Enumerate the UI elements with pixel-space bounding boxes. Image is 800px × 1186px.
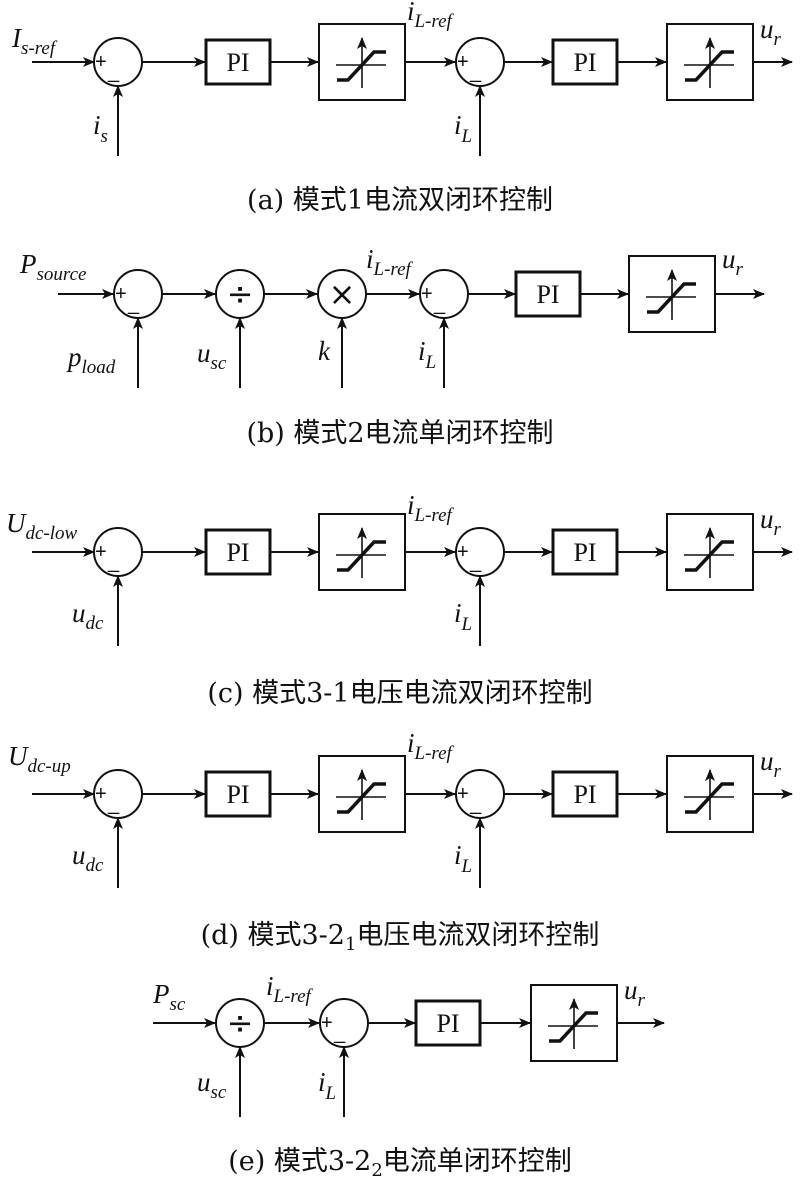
pi-block-1: PI [204, 38, 272, 86]
sum-junction-2: + _ [455, 37, 505, 87]
plus-sign: + [95, 783, 107, 805]
limiter-block [628, 255, 716, 333]
caption-b: (b) 模式2电流单闭环控制 [246, 418, 553, 449]
minus-sign: _ [469, 793, 482, 815]
plus-sign: + [95, 51, 107, 73]
pi-block-2: PI [551, 770, 619, 818]
mid-label: iL-ref [407, 0, 455, 32]
feedback-label-1: udc [72, 840, 104, 876]
pi-label: PI [573, 538, 596, 567]
pi-block: PI [514, 270, 582, 318]
plus-sign: + [457, 541, 469, 563]
limiter-block-2 [666, 513, 754, 591]
minus-sign: _ [469, 551, 482, 573]
feedback-label-1: pload [66, 342, 116, 378]
feedback-label-1: is [93, 110, 108, 147]
pi-label: PI [536, 280, 559, 309]
pi-label: PI [573, 780, 596, 809]
pi-block-1: PI [204, 770, 272, 818]
caption-d: (d) 模式3-21电压电流双闭环控制 [201, 920, 600, 955]
diagram-b: Psource + _ pload ÷ usc × k iL-ref + _ [19, 244, 765, 449]
limiter-block-2 [666, 755, 754, 833]
plus-sign: + [95, 541, 107, 563]
feedback-label-2: iL [318, 1067, 336, 1104]
mid-label: iL-ref [366, 244, 414, 280]
diagram-d: Udc-up + _ udc PI iL-ref + _ iL [8, 728, 793, 955]
plus-sign: + [115, 283, 127, 305]
sum-junction: + _ [319, 998, 369, 1048]
output-label: ur [722, 244, 744, 280]
sum-junction-2: + _ [455, 769, 505, 819]
output-label: ur [760, 504, 782, 540]
sum-junction-1: + _ [113, 269, 163, 319]
mid-label: iL-ref [407, 728, 455, 764]
divide-symbol: ÷ [227, 1004, 254, 1042]
diagram-a: Is-ref + _ is PI iL-ref + _ iL [11, 0, 793, 216]
minus-sign: _ [433, 293, 446, 315]
feedback-label-2: iL [454, 598, 472, 635]
feedback-label-1: udc [72, 598, 104, 634]
plus-sign: + [457, 51, 469, 73]
limiter-block-1 [318, 755, 406, 833]
mid-label: iL-ref [266, 971, 314, 1007]
caption-c: (c) 模式3-1电压电流双闭环控制 [207, 678, 592, 709]
feedback-label-3: k [318, 336, 331, 366]
mid-label: iL-ref [407, 490, 455, 526]
feedback-label-2: usc [197, 338, 227, 374]
minus-sign: _ [333, 1022, 346, 1044]
limiter-block-1 [318, 513, 406, 591]
input-label: Is-ref [11, 23, 58, 59]
sum-junction-1: + _ [93, 37, 143, 87]
divide-junction: ÷ [215, 269, 265, 319]
limiter-block-2 [666, 23, 754, 101]
diagram-c: Udc-low + _ udc PI iL-ref + _ iL [6, 490, 793, 709]
sum-junction-2: + _ [419, 269, 469, 319]
multiply-junction: × [317, 269, 367, 319]
pi-label: PI [226, 538, 249, 567]
output-label: ur [760, 746, 782, 782]
minus-sign: _ [127, 293, 140, 315]
input-label: Psc [152, 979, 186, 1015]
plus-sign: + [421, 283, 433, 305]
feedback-label-2: iL [454, 840, 472, 877]
plus-sign: + [321, 1012, 333, 1034]
pi-label: PI [226, 780, 249, 809]
pi-block-2: PI [551, 38, 619, 86]
feedback-label-4: iL [418, 336, 436, 373]
sum-junction-1: + _ [93, 769, 143, 819]
feedback-label-1: usc [197, 1067, 227, 1103]
minus-sign: _ [107, 793, 120, 815]
feedback-label-2: iL [454, 110, 472, 147]
sum-junction-2: + _ [455, 527, 505, 577]
diagram-e: Psc ÷ usc iL-ref + _ iL PI ur (e [152, 971, 665, 1181]
multiply-symbol: × [329, 275, 356, 313]
input-label: Psource [19, 249, 86, 285]
pi-block-2: PI [551, 528, 619, 576]
minus-sign: _ [107, 61, 120, 83]
output-label: ur [624, 975, 646, 1011]
minus-sign: _ [469, 61, 482, 83]
pi-block: PI [414, 999, 482, 1047]
sum-junction-1: + _ [93, 527, 143, 577]
pi-label: PI [436, 1009, 459, 1038]
input-label: Udc-low [6, 508, 78, 544]
limiter-block-1 [318, 23, 406, 101]
pi-label: PI [226, 48, 249, 77]
input-label: Udc-up [8, 741, 71, 777]
plus-sign: + [457, 783, 469, 805]
pi-label: PI [573, 48, 596, 77]
caption-e: (e) 模式3-22电流单闭环控制 [228, 1146, 572, 1181]
caption-a: (a) 模式1电流双闭环控制 [247, 185, 553, 216]
divide-junction: ÷ [215, 998, 265, 1048]
pi-block-1: PI [204, 528, 272, 576]
output-label: ur [760, 14, 782, 50]
divide-symbol: ÷ [227, 275, 254, 313]
limiter-block [530, 984, 618, 1062]
minus-sign: _ [107, 551, 120, 573]
